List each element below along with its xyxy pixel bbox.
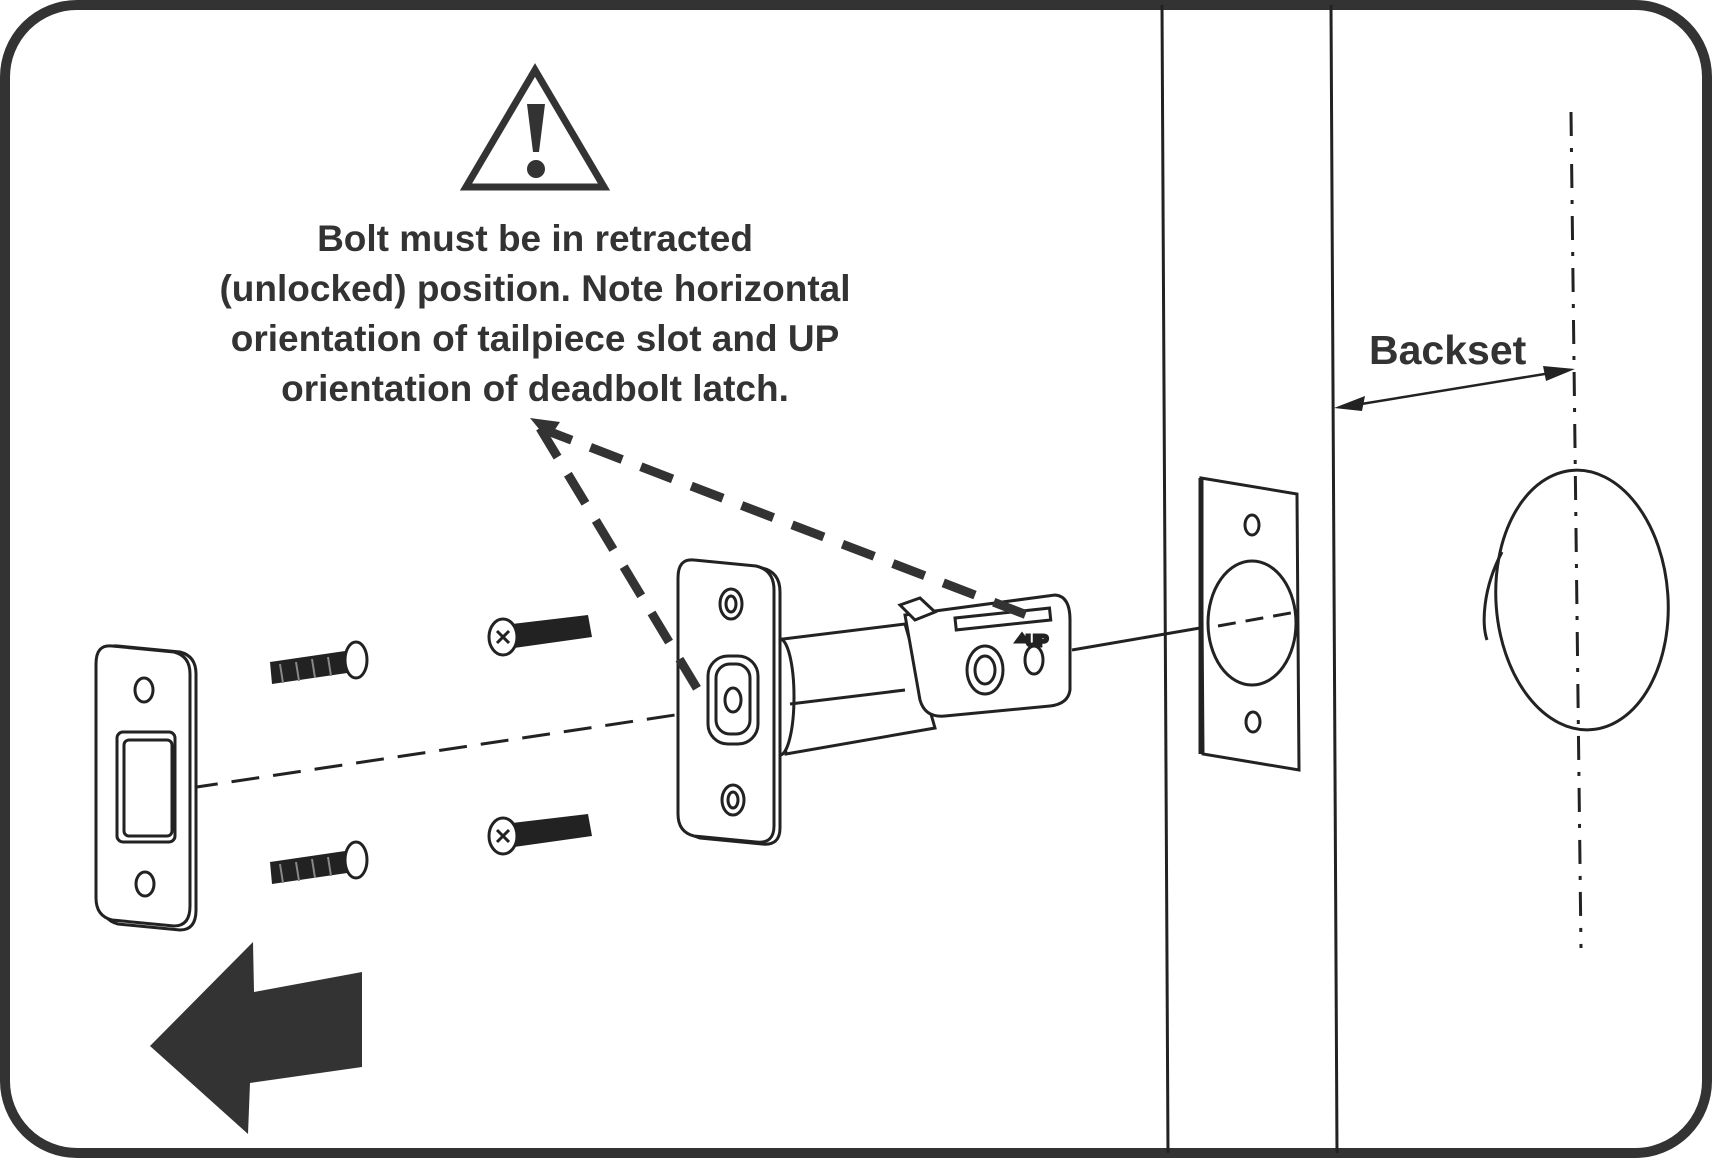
bore-centerline xyxy=(1569,111,1583,949)
note-line-4: orientation of deadbolt latch. xyxy=(281,368,789,409)
note-line-3: orientation of tailpiece slot and UP xyxy=(231,318,840,359)
latch-up-label: UP xyxy=(1026,633,1049,650)
cross-bore-hole xyxy=(1482,468,1670,732)
backset-label: Backset xyxy=(1369,327,1527,373)
latch-screw-top xyxy=(487,615,592,657)
deadbolt-latch: UP xyxy=(676,558,1072,846)
callout-pointers xyxy=(536,423,1042,693)
callout-pointer-tip xyxy=(530,418,560,440)
note-line-1: Bolt must be in retracted xyxy=(317,218,753,259)
arrow-left-icon xyxy=(150,942,362,1134)
strike-plate xyxy=(94,644,198,932)
warning-triangle-icon xyxy=(459,63,611,191)
note-line-2: (unlocked) position. Note horizontal xyxy=(219,268,850,309)
latch-screw-bottom xyxy=(487,814,592,856)
installation-note: Bolt must be in retracted (unlocked) pos… xyxy=(219,218,850,409)
door-edge xyxy=(1160,4,1339,1154)
strike-screw-top xyxy=(270,640,369,684)
door-edge-bore xyxy=(1198,476,1301,772)
strike-screw-bottom xyxy=(270,840,369,884)
backset-dimension: Backset xyxy=(1334,327,1575,411)
